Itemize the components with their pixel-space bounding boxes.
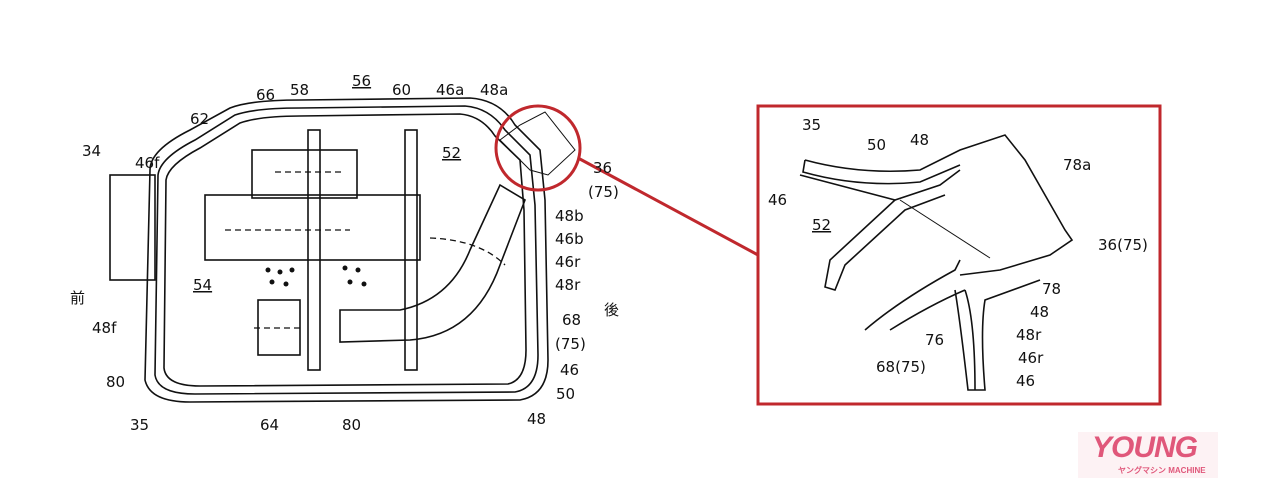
label: 48 bbox=[910, 131, 929, 149]
label: 54 bbox=[193, 276, 212, 294]
label: 66 bbox=[256, 86, 275, 104]
label: 46 bbox=[768, 191, 787, 209]
label: 64 bbox=[260, 416, 279, 434]
label: 48f bbox=[92, 319, 117, 337]
label: 46b bbox=[555, 230, 584, 248]
label: 62 bbox=[190, 110, 209, 128]
separator-60 bbox=[404, 129, 418, 371]
main-figure-labels: 34 46f 62 66 58 56 60 46a 48a 52 36 (75)… bbox=[70, 72, 619, 434]
label: 50 bbox=[556, 385, 575, 403]
label: 48r bbox=[555, 276, 581, 294]
label: 46r bbox=[1018, 349, 1044, 367]
label: 36(75) bbox=[1098, 236, 1148, 254]
label: 80 bbox=[342, 416, 361, 434]
label: (75) bbox=[588, 183, 619, 201]
label-front: 前 bbox=[70, 289, 85, 307]
watermark-title: YOUNG bbox=[1092, 431, 1198, 464]
label: 35 bbox=[130, 416, 149, 434]
label: 78a bbox=[1063, 156, 1091, 174]
watermark-subtitle: ヤングマシン MACHINE bbox=[1118, 466, 1206, 475]
watermark-logo: YOUNG ヤングマシン MACHINE bbox=[1078, 432, 1218, 478]
center-pipe-62 bbox=[204, 194, 421, 261]
middle-shell-50 bbox=[154, 105, 539, 395]
label: 46 bbox=[560, 361, 579, 379]
label: 68 bbox=[562, 311, 581, 329]
label: 78 bbox=[1042, 280, 1061, 298]
label: 48a bbox=[480, 81, 508, 99]
label: 56 bbox=[352, 72, 371, 90]
detail-inset-frame bbox=[756, 104, 1162, 406]
label: 36 bbox=[593, 159, 612, 177]
detail-labels: 35 50 48 78a 46 52 36(75) 78 48 48r 76 4… bbox=[768, 116, 1148, 390]
label: 76 bbox=[925, 331, 944, 349]
separator-58 bbox=[307, 129, 321, 371]
joint-region bbox=[499, 111, 576, 176]
outlet-pipe-68 bbox=[339, 183, 526, 343]
detail-highlight-circle bbox=[494, 104, 582, 192]
label: 68(75) bbox=[876, 358, 926, 376]
label: 48b bbox=[555, 207, 584, 225]
label: 46r bbox=[555, 253, 581, 271]
detail-cross-section bbox=[799, 134, 1074, 391]
detail-connector-line bbox=[577, 156, 759, 257]
inlet-pipe-34 bbox=[109, 174, 156, 281]
label: 80 bbox=[106, 373, 125, 391]
label: (75) bbox=[555, 335, 586, 353]
pipe-66 bbox=[251, 149, 358, 199]
label: 34 bbox=[82, 142, 101, 160]
label: 48r bbox=[1016, 326, 1042, 344]
label: 50 bbox=[867, 136, 886, 154]
muffler-cross-section bbox=[109, 97, 759, 403]
outer-shell-48 bbox=[144, 97, 549, 403]
label: 46a bbox=[436, 81, 464, 99]
label: 58 bbox=[290, 81, 309, 99]
label: 52 bbox=[812, 216, 831, 234]
label: 46f bbox=[135, 154, 160, 172]
label: 52 bbox=[442, 144, 461, 162]
label: 46 bbox=[1016, 372, 1035, 390]
label: 35 bbox=[802, 116, 821, 134]
label: 48 bbox=[1030, 303, 1049, 321]
perforations bbox=[265, 265, 367, 287]
inner-shell-46 bbox=[163, 113, 527, 387]
label: 60 bbox=[392, 81, 411, 99]
label-rear: 後 bbox=[604, 301, 619, 319]
label: 48 bbox=[527, 410, 546, 428]
